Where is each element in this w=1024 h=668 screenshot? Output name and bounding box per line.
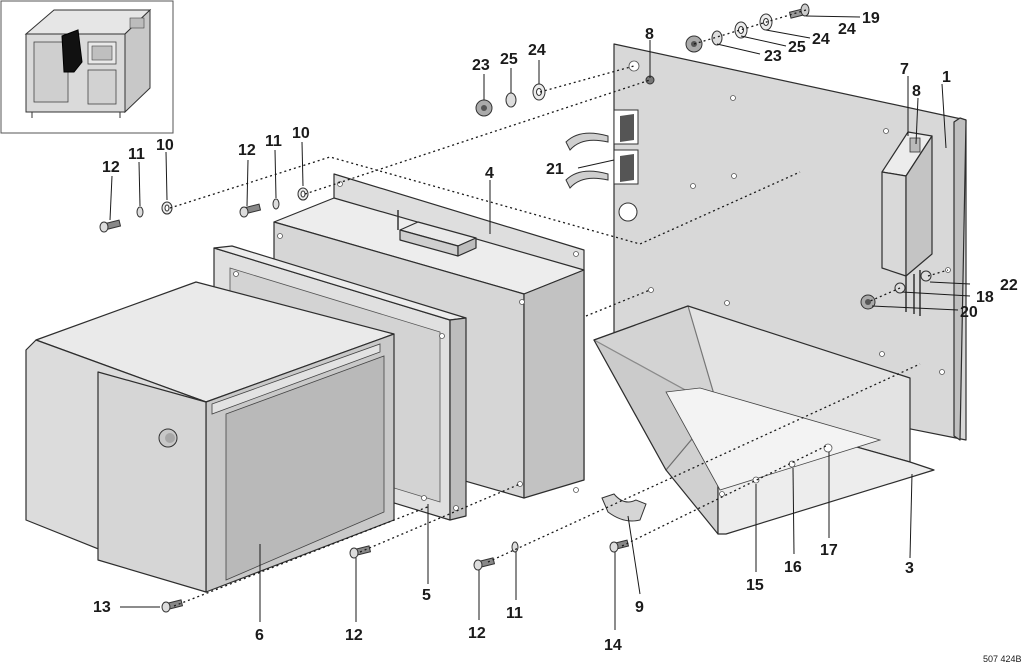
callout-14: 14 (604, 637, 622, 654)
callout-labels: 1 7 8 8 4 21 22 18 20 19 24 24 25 23 23 … (93, 10, 1018, 654)
callout-18: 18 (976, 289, 994, 306)
callout-24-right-b: 24 (812, 31, 830, 48)
assembly-lines (169, 9, 949, 607)
washer-part-11-lower (511, 541, 519, 553)
callout-13: 13 (93, 599, 111, 616)
washer-part-24-left (532, 83, 546, 101)
callout-16: 16 (784, 559, 802, 576)
callout-11-left: 11 (128, 146, 145, 163)
callout-15: 15 (746, 577, 764, 594)
callout-3: 3 (905, 560, 914, 577)
overview-inset (0, 0, 174, 134)
tray-part-3 (593, 305, 935, 535)
callout-4: 4 (485, 165, 494, 182)
callout-6: 6 (255, 627, 264, 644)
callout-10-mid: 10 (292, 125, 310, 142)
screw-part-14 (609, 539, 630, 553)
callout-17: 17 (820, 542, 838, 559)
washer-part-25-left (505, 92, 517, 108)
callout-11-mid: 11 (265, 133, 282, 150)
callout-25-right: 25 (788, 39, 806, 56)
callout-12-left: 12 (102, 159, 120, 176)
callout-25-left: 25 (500, 51, 518, 68)
washer-part-10-left (161, 201, 173, 215)
washer-part-24-right-a (734, 21, 748, 39)
washer-part-25-right (711, 30, 723, 46)
callout-7: 7 (900, 61, 909, 78)
washer-part-10-mid (297, 187, 309, 201)
callout-5: 5 (422, 587, 431, 604)
callout-1: 1 (942, 69, 951, 86)
callout-12-bottom: 12 (345, 627, 363, 644)
housing-part-6 (25, 281, 395, 593)
callout-11-lower: 11 (506, 605, 523, 622)
callout-21: 21 (546, 161, 564, 178)
callout-12-lower: 12 (468, 625, 486, 642)
clip-part-9 (601, 493, 647, 522)
callout-23-left: 23 (472, 57, 490, 74)
screw-part-13 (161, 599, 184, 613)
callout-22: 22 (1000, 277, 1018, 294)
callout-10-left: 10 (156, 137, 174, 154)
callout-9: 9 (635, 599, 644, 616)
transformer-part-7 (860, 131, 933, 316)
cable-clamp-part-21 (565, 132, 609, 189)
lock-washer-part-11-left (136, 206, 144, 218)
leader-lines (109, 15, 971, 630)
callout-12-mid: 12 (238, 142, 256, 159)
callout-8-top: 8 (645, 26, 654, 43)
callout-20: 20 (960, 304, 978, 321)
callout-23-right: 23 (764, 48, 782, 65)
lock-washer-part-11-mid (272, 198, 280, 210)
screw-part-12-lower (473, 557, 496, 571)
callout-19: 19 (862, 10, 880, 27)
screw-part-12-mid (239, 203, 262, 218)
callout-24-right-a: 24 (838, 21, 856, 38)
document-reference: 507 424B (983, 654, 1022, 664)
screw-part-12-left (99, 219, 122, 233)
nut-part-23-left (475, 99, 493, 117)
callout-24-left: 24 (528, 42, 546, 59)
callout-8-right: 8 (912, 83, 921, 100)
